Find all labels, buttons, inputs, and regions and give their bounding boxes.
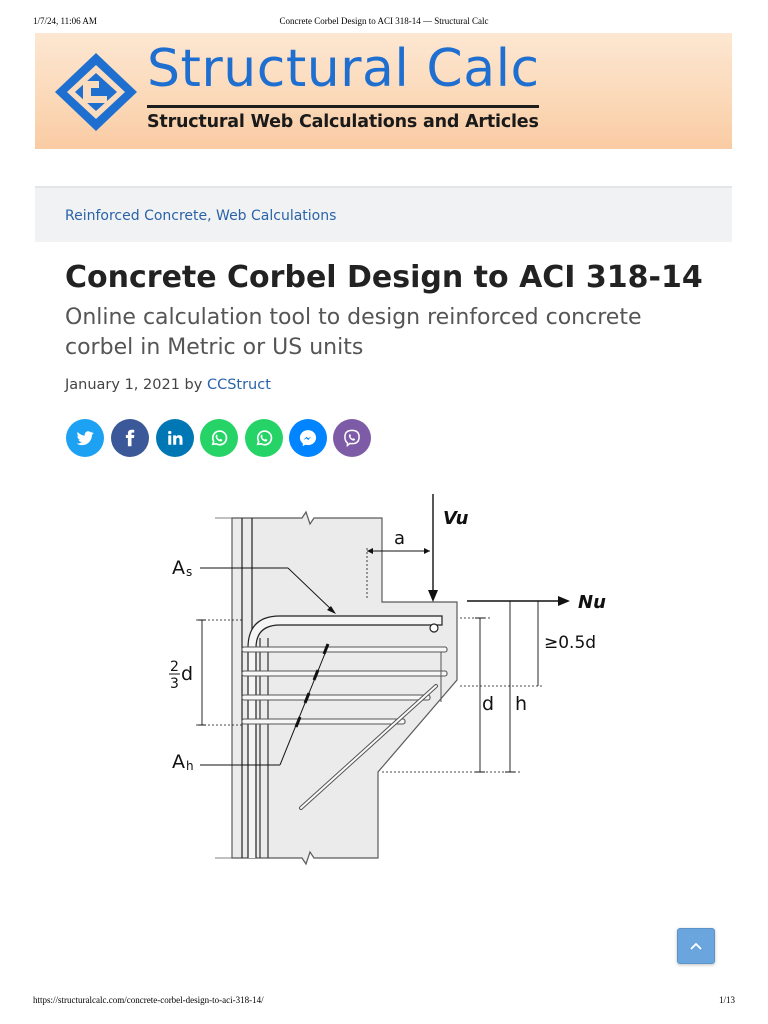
scroll-to-top-button[interactable]	[677, 928, 715, 964]
label-d: d	[482, 693, 494, 715]
label-h: h	[515, 693, 527, 715]
site-logo-icon	[55, 53, 137, 131]
post-date: January 1, 2021	[65, 377, 180, 393]
facebook-icon	[125, 429, 135, 447]
label-two-thirds-numerator: 2	[170, 659, 179, 675]
label-as: A	[172, 557, 185, 579]
print-page-title: Concrete Corbel Design to ACI 318-14 — S…	[279, 16, 489, 26]
label-as-subscript: s	[186, 565, 192, 579]
site-name: Structural Calc	[147, 39, 540, 99]
label-ah-subscript: h	[186, 759, 194, 773]
label-ah: A	[172, 751, 185, 773]
print-url: https://structuralcalc.com/concrete-corb…	[33, 995, 264, 1005]
messenger-icon	[299, 430, 317, 447]
chevron-up-icon	[690, 942, 702, 950]
print-page-number: 1/13	[718, 995, 735, 1005]
share-viber-button[interactable]	[333, 419, 371, 457]
category-bar: Reinforced Concrete, Web Calculations	[35, 186, 732, 242]
share-whatsapp-button-2[interactable]	[245, 419, 283, 457]
horizontal-stirrups	[241, 646, 448, 725]
site-tagline: Structural Web Calculations and Articles	[147, 112, 539, 132]
corbel-concrete-body	[231, 510, 458, 866]
category-links: Reinforced Concrete, Web Calculations	[65, 208, 336, 224]
twitter-icon	[76, 431, 94, 446]
whatsapp-icon	[256, 430, 273, 446]
page-subtitle: Online calculation tool to design reinfo…	[65, 305, 642, 360]
label-nu: Nu	[578, 592, 606, 613]
logo-divider	[147, 105, 539, 108]
print-header: 1/7/24, 11:06 AM Concrete Corbel Design …	[0, 16, 768, 28]
share-linkedin-button[interactable]	[156, 419, 194, 457]
print-footer: https://structuralcalc.com/concrete-corb…	[0, 995, 768, 1007]
label-two-thirds-denominator: 3	[170, 676, 179, 692]
share-whatsapp-button[interactable]	[200, 419, 238, 457]
category-link-web-calculations[interactable]: Web Calculations	[216, 208, 337, 224]
label-vu: Vu	[443, 508, 469, 529]
linkedin-icon	[168, 430, 183, 445]
anchor-bar	[429, 623, 439, 633]
main-tension-bar	[247, 615, 443, 858]
print-datetime: 1/7/24, 11:06 AM	[33, 16, 97, 26]
label-min-cover: ≥0.5d	[544, 633, 596, 653]
share-messenger-button[interactable]	[289, 419, 327, 457]
author-link[interactable]: CCStruct	[206, 377, 271, 393]
category-link-reinforced-concrete[interactable]: Reinforced Concrete	[65, 208, 208, 224]
post-by: by	[184, 377, 203, 393]
label-two-thirds-d: d	[181, 663, 193, 685]
page-title: Concrete Corbel Design to ACI 318-14	[65, 260, 703, 295]
site-banner[interactable]: Structural Calc Structural Web Calculati…	[35, 33, 732, 149]
whatsapp-icon	[211, 430, 228, 446]
share-twitter-button[interactable]	[66, 419, 104, 457]
category-separator: ,	[207, 208, 217, 224]
label-a: a	[394, 528, 405, 549]
post-meta: January 1, 2021 by CCStruct	[65, 377, 271, 393]
share-facebook-button[interactable]	[111, 419, 149, 457]
corbel-diagram: Vu a Nu ≥0.5d d h A s A h 2 3 d	[169, 494, 606, 866]
viber-icon	[344, 429, 360, 448]
